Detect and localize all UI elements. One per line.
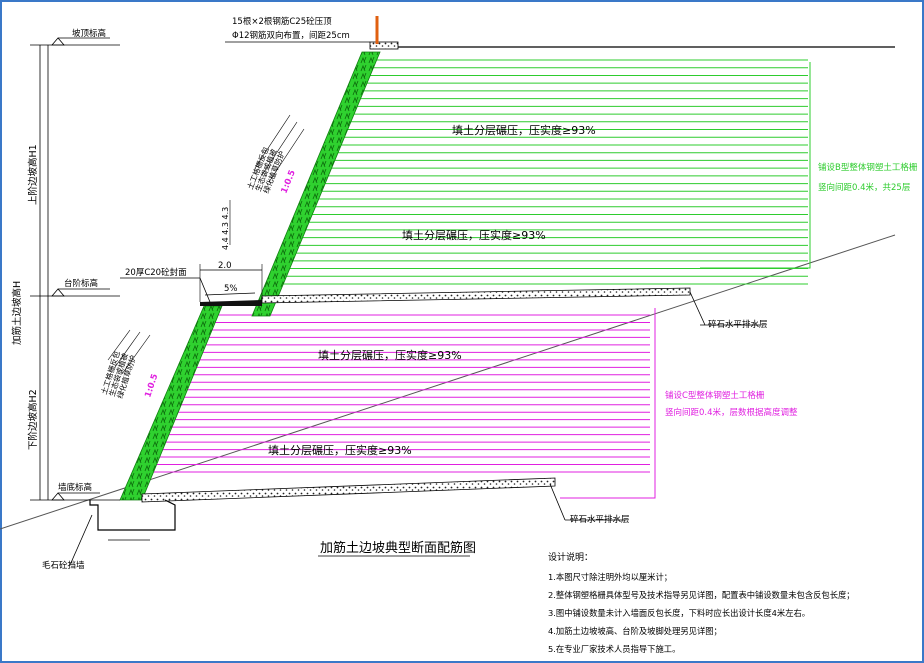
- slope-top-label: 坡顶标高: [72, 28, 106, 39]
- platform-label: 台阶标高: [64, 278, 98, 289]
- lower-geogrid-bracket: [560, 308, 656, 499]
- upper-slope-facing: [251, 51, 381, 317]
- upper-spacing-label: 4.4 4.3 4.3: [221, 207, 230, 250]
- upper-height-label: 上阶边坡高H1: [27, 144, 39, 205]
- rubble-wall-leader: [69, 514, 93, 566]
- drawing-title: 加筋土边坡典型断面配筋图: [320, 540, 476, 556]
- platform-cap: [200, 300, 262, 306]
- fill-note-4: 填土分层碾压，压实度≥93%: [268, 443, 412, 457]
- geogrid-c-line1: 铺设C型整体钢塑土工格栅: [665, 390, 765, 401]
- lower-slope-facing: [119, 305, 223, 501]
- upper-drain-layer: [261, 287, 691, 304]
- note-item-2: 2.整体钢塑格栅具体型号及技术指导另见详图，配置表中铺设数量未包含反包长度；: [548, 590, 855, 600]
- platform-slope-label: 5%: [224, 284, 238, 294]
- lower-geogrid-layers: [153, 314, 650, 473]
- rubble-wall-label: 毛石砼挡墙: [42, 560, 85, 571]
- geogrid-b-line1: 铺设B型整体钢塑土工格栅: [818, 162, 918, 173]
- note-item-5: 5.在专业厂家技术人员指导下施工。: [548, 644, 680, 654]
- lower-drain-label: 碎石水平排水层: [570, 514, 630, 525]
- note-item-4: 4.加筋土边坡坡高、台阶及坡脚处理另见详图；: [548, 626, 722, 636]
- upper-face-ratio: 1:0.5: [280, 169, 298, 195]
- upper-geogrid-layers: [283, 59, 808, 285]
- cap-layer-label: 20厚C20砼封面: [125, 267, 187, 278]
- top-note-line2: Φ12钢筋双向布置，间距25cm: [232, 30, 350, 41]
- fill-note-2: 填土分层碾压，压实度≥93%: [402, 228, 546, 242]
- notes-heading: 设计说明：: [548, 551, 593, 563]
- upper-drain-label: 碎石水平排水层: [708, 319, 768, 330]
- geogrid-c-line2: 竖向间距0.4米，层数根据高度调整: [665, 407, 798, 418]
- lower-height-label: 下阶边坡高H2: [27, 389, 39, 450]
- note-item-1: 1.本图尺寸除注明外均以厘米计；: [548, 572, 672, 582]
- upper-geogrid-bracket: [700, 62, 811, 269]
- wall-base-label: 墙底标高: [58, 482, 92, 493]
- rubble-wall: [89, 499, 176, 531]
- lower-face-ratio: 1:0.5: [143, 373, 160, 399]
- note-item-3: 3.图中铺设数量未计入墙面反包长度，下料时应长出设计长度4米左右。: [548, 608, 810, 618]
- fill-note-1: 填土分层碾压，压实度≥93%: [452, 123, 596, 137]
- total-height-label: 加筋土边坡高H: [11, 281, 23, 345]
- platform-width-label: 2.0: [218, 261, 232, 271]
- geogrid-b-line2: 竖向间距0.4米，共25层: [818, 182, 910, 193]
- concrete-cap: [369, 41, 399, 50]
- fill-note-3: 填土分层碾压，压实度≥93%: [318, 348, 462, 362]
- top-note-line1: 15根×2根钢筋C25砼压顶: [232, 16, 332, 27]
- lower-drain-layer: [141, 477, 556, 503]
